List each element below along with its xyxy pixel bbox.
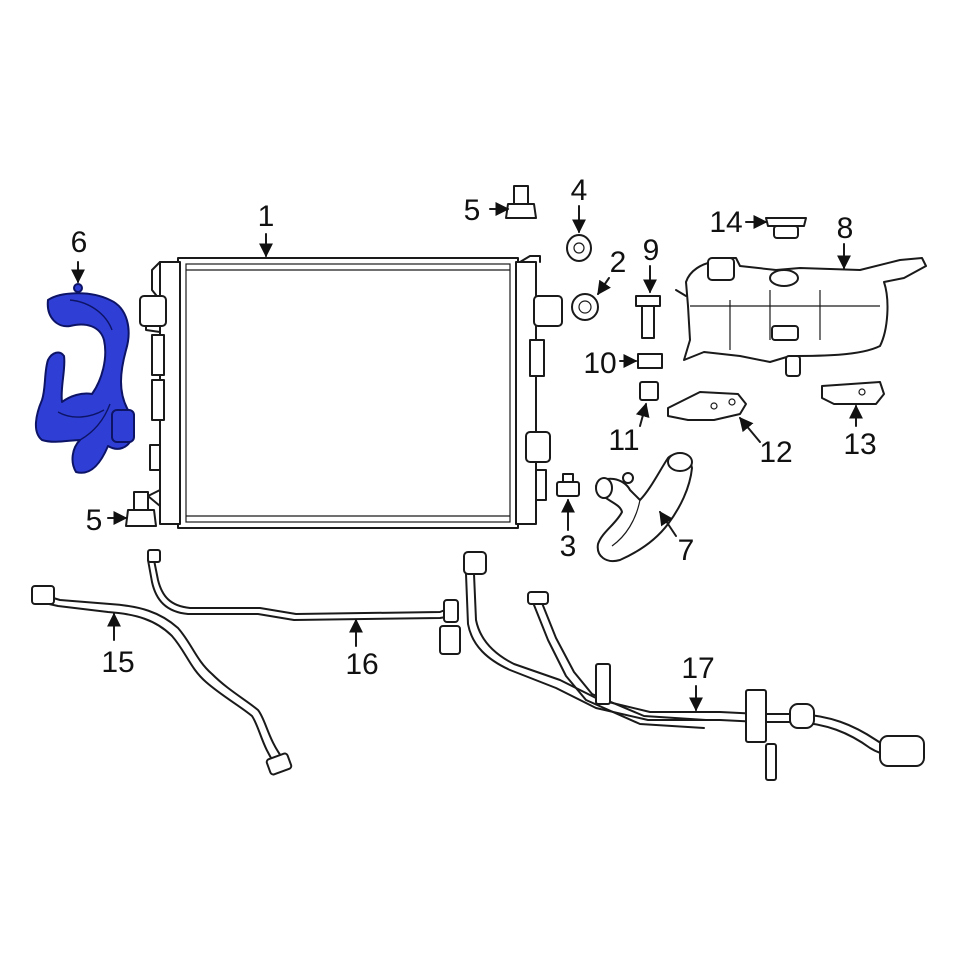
grommet[interactable] [566,234,592,262]
callout-7: 7 [678,534,695,567]
callout-2: 2 [610,246,627,279]
leader-2 [597,277,611,296]
leader-11 [635,402,650,427]
callout-8: 8 [837,212,854,245]
bolt-bottom[interactable] [125,491,157,527]
bracket-12[interactable] [667,391,747,421]
bracket-13[interactable] [821,381,885,405]
washer[interactable] [571,293,599,321]
tube-15[interactable] [31,585,293,776]
callout-labels: 1 2 3 4 5 5 6 7 8 9 10 11 12 13 14 15 16… [71,174,877,685]
callout-5-top: 5 [464,194,481,227]
callout-12: 12 [759,436,792,469]
callout-1: 1 [258,200,275,233]
callout-3: 3 [560,530,577,563]
callout-15: 15 [101,646,134,679]
clip[interactable] [556,473,580,497]
callout-5-bottom: 5 [86,504,103,537]
cap[interactable] [765,217,807,239]
tube-17[interactable] [463,551,925,781]
tube-16[interactable] [147,549,461,655]
bolt-9[interactable] [635,295,661,339]
nut[interactable] [637,353,663,369]
radiator[interactable] [139,255,563,529]
callout-11: 11 [608,424,639,457]
callout-16: 16 [345,648,378,681]
callout-6: 6 [71,226,88,259]
callout-4: 4 [571,174,588,207]
callout-leaders [71,202,863,712]
bolt-top[interactable] [505,185,537,219]
callout-10: 10 [583,347,616,380]
radiator-hose-highlighted[interactable] [35,283,135,474]
leader-7 [659,510,677,537]
callout-14: 14 [709,206,742,239]
callout-13: 13 [843,428,876,461]
callout-17: 17 [681,652,714,685]
leader-12 [739,416,761,443]
reservoir[interactable] [675,257,927,377]
spacer[interactable] [639,381,659,401]
callout-9: 9 [643,234,660,267]
